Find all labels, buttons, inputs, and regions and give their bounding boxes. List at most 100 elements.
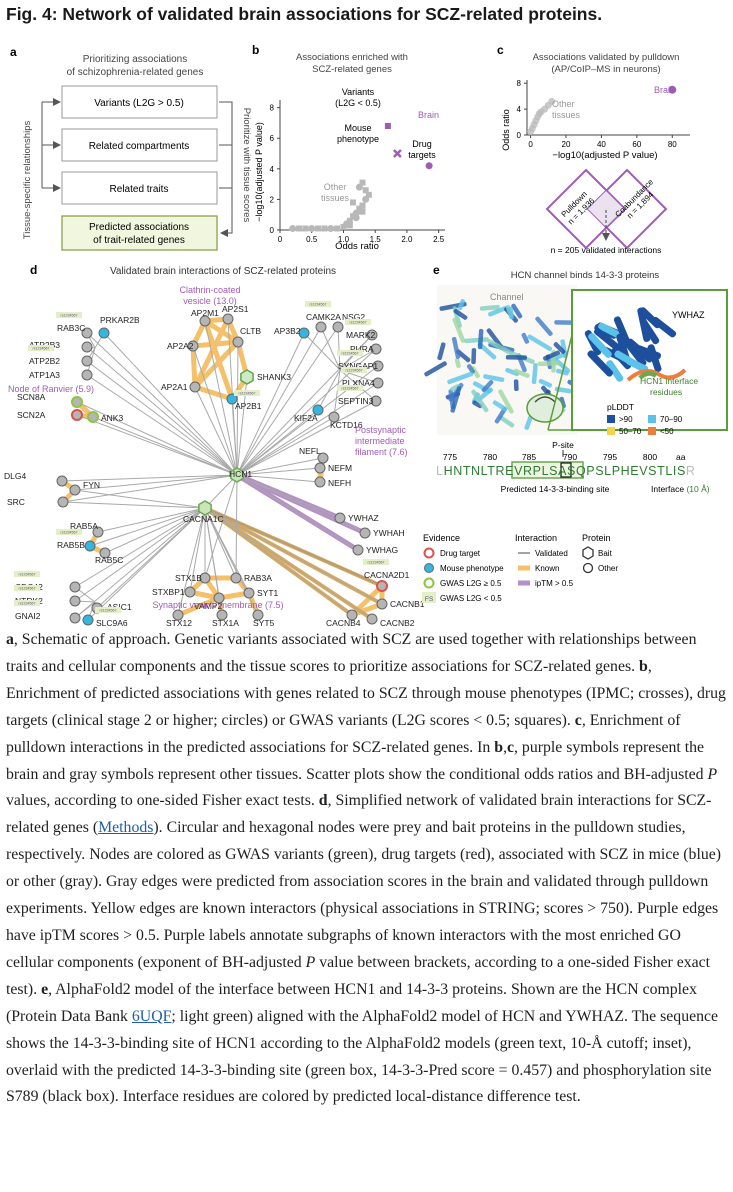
validated-edge — [92, 416, 238, 476]
node-stx1b — [199, 572, 211, 584]
b-point-square — [359, 179, 366, 186]
b-point-square — [349, 213, 356, 220]
node-stx1a — [216, 609, 228, 621]
panel-e-title: HCN channel binds 14-3-3 proteins — [511, 270, 660, 281]
validated-edge — [236, 474, 321, 483]
structure-helix — [538, 378, 553, 388]
figure-caption: a, Schematic of approach. Genetic varian… — [6, 631, 726, 1106]
node-fyn — [69, 484, 81, 496]
node-label-vamp2: VAMP2 — [194, 601, 222, 611]
node-slc9a6 — [82, 614, 94, 626]
structure-helix — [492, 400, 508, 412]
plddt-lt50: <50 — [660, 427, 674, 436]
node-label-camk2a: CAMK2A — [306, 312, 341, 322]
validated-edge — [303, 332, 341, 371]
panel-b-annot-tissues: tissues — [321, 193, 350, 203]
node-label-dlg4: DLG4 — [4, 471, 26, 481]
node-label-rab5c: RAB5C — [95, 555, 123, 565]
validated-edge — [333, 369, 341, 418]
pos-775: 775 — [443, 452, 457, 462]
node-ap2m1 — [199, 315, 211, 327]
node-pura — [370, 343, 382, 355]
structure-helix — [505, 355, 528, 360]
panel-c-annot-tissues: tissues — [552, 110, 581, 120]
gwas-tag-text: rs1234567 — [61, 531, 78, 535]
structure-helix — [513, 379, 519, 392]
node-shank3 — [240, 369, 254, 385]
node-label-src: SRC — [7, 497, 25, 507]
validated-edge — [74, 507, 206, 588]
structure-helix — [452, 317, 466, 343]
node-label-nefh: NEFH — [328, 478, 351, 488]
group-postsynaptic-2: intermediate — [355, 436, 405, 446]
validated-edge — [74, 507, 206, 619]
interface-text: Interface — [651, 484, 684, 494]
validated-edge — [337, 326, 341, 371]
node-label-rab5a: RAB5A — [70, 521, 98, 531]
panel-b-xlabel: Odds ratio — [335, 241, 379, 252]
validated-edge — [320, 326, 341, 371]
methods-link[interactable]: Methods — [98, 819, 154, 837]
validated-edge — [194, 386, 238, 476]
validated-edge — [104, 507, 206, 554]
legend-evidence-title: Evidence — [423, 533, 460, 543]
node-label-ap2a1: AP2A1 — [161, 382, 188, 392]
validated-edge — [317, 369, 341, 411]
validated-edge — [236, 474, 359, 551]
legend-evidence-gwas-hi: GWAS L2G ≥ 0.5 — [440, 579, 502, 588]
structure-helix — [531, 363, 538, 385]
structure-helix — [479, 304, 500, 311]
structure-helix — [524, 414, 534, 430]
node-label-hcn1: HCN1 — [229, 469, 252, 479]
panel-a-box-predicted-1: Predicted associations — [89, 222, 189, 233]
venn-pulldown — [545, 168, 627, 250]
structure-helix — [456, 349, 471, 363]
node-camk2a — [315, 321, 327, 333]
network-legend: Evidence Drug target Mouse phenotype GWA… — [422, 533, 618, 603]
legend-interaction-title: Interaction — [515, 533, 557, 543]
node-ank3 — [87, 411, 99, 423]
node-label-slc9a6: SLC9A6 — [96, 618, 128, 626]
gwas-tag-text: rs1234567 — [350, 321, 367, 325]
structure-helix — [450, 384, 461, 392]
b-point-square — [315, 225, 322, 232]
node-rab3a — [230, 572, 242, 584]
pos-785: 785 — [522, 452, 536, 462]
b-point-square — [356, 205, 363, 212]
panel-d-letter: d — [30, 263, 37, 277]
b-point-square — [349, 199, 356, 206]
node-label-cacna1c: CACNA1C — [183, 514, 224, 524]
validated-edge — [236, 416, 335, 476]
phospho-site-box — [560, 462, 572, 478]
panel-a-title-line1: Prioritizing associations — [83, 54, 188, 65]
b-ytick-label: 8 — [270, 104, 275, 113]
svg-text:LHNTNLTREVRPLSASQPSLPHEVSTLISR: LHNTNLTREVRPLSASQPSLPHEVSTLISR — [436, 464, 696, 478]
figure-title: Fig. 4: Network of validated brain assoc… — [6, 4, 603, 24]
validated-edge — [204, 507, 373, 620]
node-label-syt5: SYT5 — [253, 618, 275, 626]
validated-edge — [236, 334, 373, 476]
legend-evidence-fs: FS — [425, 596, 434, 603]
panel-a-box-compartments: Related compartments — [89, 141, 190, 152]
interface-label-1: HCN1 interface — [640, 376, 698, 386]
validated-edge — [231, 398, 238, 476]
structure-helix — [498, 389, 514, 414]
structure-helix — [466, 364, 475, 374]
node-cdc42 — [69, 581, 81, 593]
validated-edge — [192, 345, 238, 476]
group-postsynaptic-3: filament (7.6) — [355, 447, 408, 457]
b-point-square — [359, 202, 366, 209]
hcn-structure-image — [424, 285, 588, 435]
node-label-rab5b: RAB5B — [57, 540, 85, 550]
validated-edge — [204, 474, 238, 509]
validated-edge — [204, 320, 238, 476]
legend-interaction-validated: Validated — [535, 549, 568, 558]
panel-b-title-line1: Associations enriched with — [296, 52, 408, 63]
pdb-6uqf-link[interactable]: 6UQF — [131, 1007, 172, 1025]
c-ytick-label: 8 — [517, 79, 522, 88]
node-label-cacna2d1: CACNA2D1 — [364, 570, 410, 580]
panel-e: e HCN channel binds 14-3-3 proteins Chan… — [424, 263, 728, 494]
structure-helix — [472, 400, 483, 409]
c-xtick-label: 0 — [528, 140, 533, 149]
structure-helix — [494, 407, 507, 424]
